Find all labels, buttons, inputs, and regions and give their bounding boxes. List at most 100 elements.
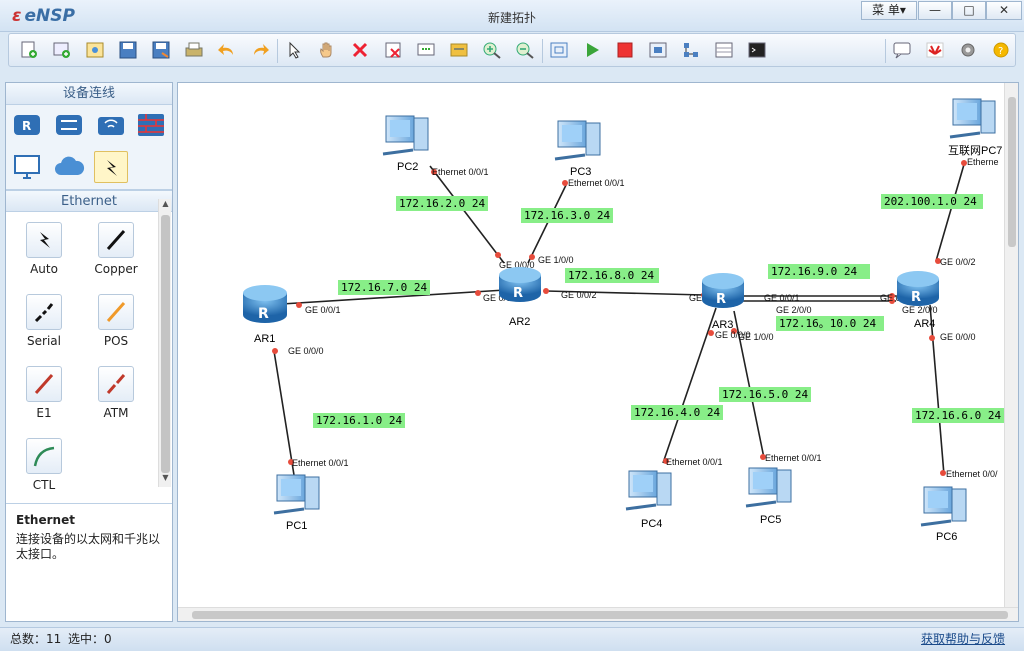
port-label: Ethernet 0/0/1	[432, 167, 489, 177]
vertical-scroll-thumb[interactable]	[1008, 97, 1016, 247]
svg-text:?: ?	[998, 46, 1003, 57]
undo-icon[interactable]	[216, 40, 238, 60]
delete-icon[interactable]	[349, 40, 371, 60]
minimize-button[interactable]: —	[918, 1, 952, 20]
devices-header: 设备连线	[6, 83, 172, 105]
cable-serial[interactable]: Serial	[14, 294, 74, 348]
palette-icon[interactable]	[448, 40, 470, 60]
print-icon[interactable]	[183, 40, 205, 60]
port-label: GE 0/0/0	[715, 330, 751, 340]
cable-auto[interactable]: Auto	[14, 222, 74, 276]
node-label: PC5	[760, 514, 781, 526]
port-label: GE 2/0/0	[776, 305, 812, 315]
chat-icon[interactable]	[891, 40, 913, 60]
delete-link-icon[interactable]	[382, 40, 404, 60]
link-ar1-pc1[interactable]	[273, 350, 295, 476]
link-ar3-pc5[interactable]	[733, 310, 765, 459]
net-label: 172.16。10.0 24	[779, 317, 876, 330]
terminal-icon[interactable]	[746, 40, 768, 60]
node-PC3[interactable]: PC3	[554, 120, 601, 178]
canvas-horizontal-scrollbar[interactable]	[178, 607, 1018, 621]
feedback-link[interactable]: 获取帮助与反馈	[921, 632, 1006, 646]
huawei-icon[interactable]	[924, 40, 946, 60]
cable-atm[interactable]: ATM	[86, 366, 146, 420]
port-label: GE 1/0/0	[538, 255, 574, 265]
port-label: Ethernet 0/0/1	[568, 178, 625, 188]
scroll-up-arrow[interactable]: ▲	[162, 199, 169, 208]
link-ar2-ar3[interactable]	[545, 290, 705, 296]
node-PC7[interactable]: 互联网PC7	[948, 98, 1002, 157]
net-label: 172.16.9.0 24	[771, 265, 857, 278]
capture-icon[interactable]	[647, 40, 669, 60]
node-AR2[interactable]: R AR2	[499, 267, 541, 328]
maximize-button[interactable]: □	[952, 1, 986, 20]
node-AR1[interactable]: R AR1	[243, 285, 287, 345]
node-PC2[interactable]: PC2	[382, 115, 429, 173]
open-icon[interactable]	[84, 40, 106, 60]
port-label: GE 1/0/0	[738, 332, 774, 342]
scroll-down-arrow[interactable]: ▼	[162, 473, 169, 482]
router-icon[interactable]: R	[10, 109, 44, 141]
new-lab-icon[interactable]	[51, 40, 73, 60]
auto-cable-icon	[40, 232, 50, 248]
canvas-vertical-scrollbar[interactable]	[1004, 83, 1018, 609]
zoom-in-icon[interactable]	[481, 40, 503, 60]
topology-canvas[interactable]: 172.16.2.0 24 172.16.3.0 24 172.16.7.0 2…	[177, 82, 1019, 622]
node-PC5[interactable]: PC5	[745, 467, 792, 526]
pc-icon[interactable]	[10, 151, 44, 183]
horizontal-scroll-thumb[interactable]	[192, 611, 1008, 619]
firewall-icon[interactable]	[134, 109, 168, 141]
link-ar3-pc4[interactable]	[662, 307, 717, 464]
cable-label: E1	[36, 406, 52, 420]
grid-icon[interactable]	[713, 40, 735, 60]
link-pc2-ar2[interactable]	[429, 165, 505, 264]
node-PC6[interactable]: PC6	[920, 486, 967, 543]
help-icon[interactable]: ?	[990, 40, 1012, 60]
pan-icon[interactable]	[316, 40, 338, 60]
link-ar4-pc6[interactable]	[929, 304, 945, 476]
start-icon[interactable]	[581, 40, 603, 60]
cable-e1[interactable]: E1	[14, 366, 74, 420]
cloud-icon[interactable]	[52, 151, 86, 183]
link-pc7-ar4[interactable]	[935, 160, 966, 262]
node-label: AR3	[712, 319, 733, 331]
port-label: GE 0/0/0	[940, 332, 976, 342]
port-label: GE 0/0/1	[305, 305, 341, 315]
port-label: GE 0/0/0	[288, 346, 324, 356]
close-button[interactable]: ✕	[986, 1, 1022, 20]
port-label: GE 0/0/1	[764, 293, 800, 303]
port-label: GE 2/0/0	[902, 305, 938, 315]
switch-icon[interactable]	[52, 109, 86, 141]
port-label: Ethernet 0/0/1	[666, 457, 723, 467]
text-icon[interactable]	[415, 40, 437, 60]
menu-button[interactable]: 菜 单▾	[861, 1, 917, 20]
select-icon[interactable]	[283, 40, 305, 60]
node-PC1[interactable]: PC1	[273, 474, 320, 532]
cable-list-scrollbar[interactable]: ▲ ▼	[158, 199, 171, 487]
new-topology-icon[interactable]	[18, 40, 40, 60]
wireless-icon[interactable]	[94, 109, 128, 141]
cable-copper[interactable]: Copper	[86, 222, 146, 276]
stop-icon[interactable]	[614, 40, 636, 60]
redo-icon[interactable]	[249, 40, 271, 60]
cable-ctl[interactable]: CTL	[14, 438, 74, 492]
cable-icon[interactable]	[94, 151, 128, 183]
node-label: AR1	[254, 333, 275, 345]
topology-view-icon[interactable]	[680, 40, 702, 60]
port-label: GE 0/0/2	[561, 290, 597, 300]
node-AR4[interactable]: R AR4	[897, 271, 939, 330]
scroll-thumb[interactable]	[161, 215, 170, 473]
node-AR3[interactable]: R AR3	[702, 273, 744, 331]
svg-text:R: R	[258, 306, 269, 322]
app-logo-text: eNSP	[24, 6, 75, 26]
settings-icon[interactable]	[957, 40, 979, 60]
zoom-out-icon[interactable]	[514, 40, 536, 60]
fit-icon[interactable]	[548, 40, 570, 60]
save-as-icon[interactable]	[150, 40, 172, 60]
node-PC4[interactable]: PC4	[625, 470, 672, 530]
save-icon[interactable]	[117, 40, 139, 60]
description-text: 连接设备的以太网和千兆以太接口。	[16, 532, 161, 561]
node-label: PC3	[570, 166, 591, 178]
topology-diagram[interactable]: 172.16.2.0 24 172.16.3.0 24 172.16.7.0 2…	[178, 83, 1018, 609]
cable-pos[interactable]: POS	[86, 294, 146, 348]
